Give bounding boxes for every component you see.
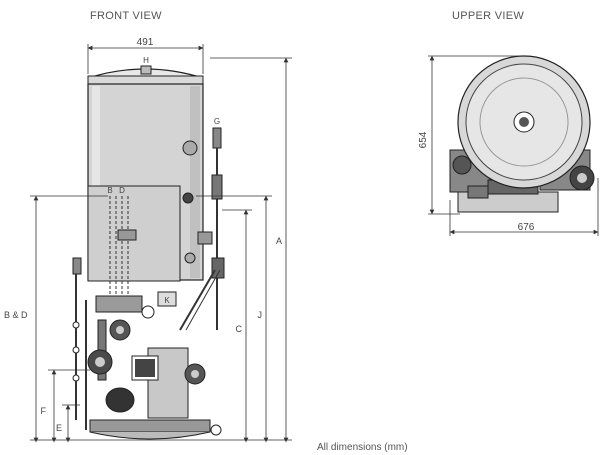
label-D: D bbox=[119, 186, 125, 195]
label-H: H bbox=[143, 56, 149, 65]
front-dimension-lines bbox=[30, 44, 292, 443]
upper-dimension-lines bbox=[428, 55, 599, 236]
label-E: E bbox=[56, 423, 62, 433]
label-F: F bbox=[41, 406, 47, 416]
label-B-and-D: B & D bbox=[4, 310, 28, 320]
label-C: C bbox=[236, 324, 243, 334]
label-G: G bbox=[214, 117, 220, 126]
label-K: K bbox=[164, 296, 170, 305]
width-491-label: 491 bbox=[137, 37, 154, 48]
label-J: J bbox=[258, 310, 263, 320]
upper-view-title: UPPER VIEW bbox=[452, 10, 525, 22]
front-view-drawing bbox=[72, 65, 225, 440]
label-B: B bbox=[107, 186, 112, 195]
upper-view-drawing bbox=[449, 55, 595, 213]
width-676-label: 676 bbox=[518, 222, 535, 233]
label-A: A bbox=[276, 236, 282, 246]
dimensions-note: All dimensions (mm) bbox=[317, 442, 408, 453]
front-view-title: FRONT VIEW bbox=[90, 10, 162, 22]
depth-654-label: 654 bbox=[418, 131, 429, 148]
